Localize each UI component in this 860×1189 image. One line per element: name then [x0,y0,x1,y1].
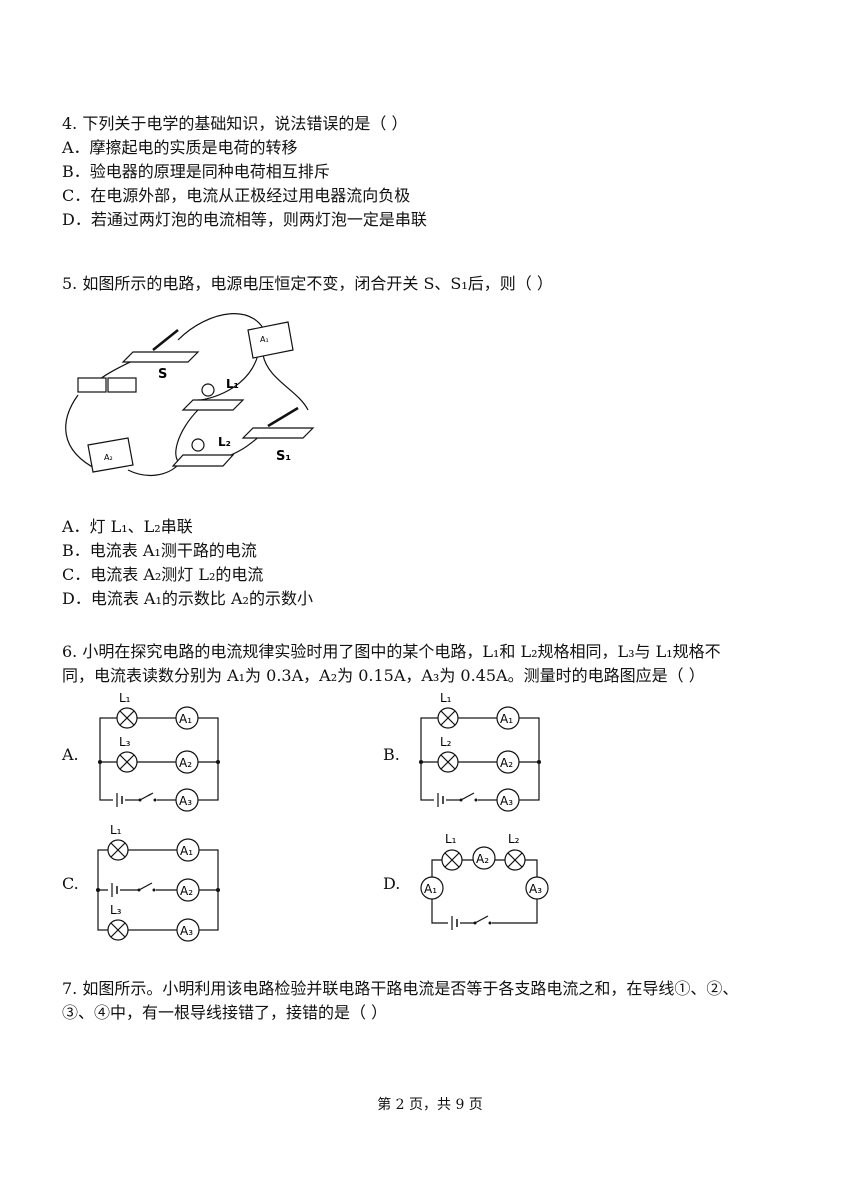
q6a-l3-label: L₃ [119,735,131,749]
q7-stem-line2: ③、④中，有一根导线接错了，接错的是（ ） [62,1003,388,1022]
page-footer: 第 2 页，共 9 页 [377,1097,483,1113]
q6a-a3-label: A₃ [179,794,192,808]
q5-option-a: A．灯 L₁、L₂串联 [62,517,193,536]
q7-stem-line1: 7. 如图所示。小明利用该电路检验并联电路干路电流是否等于各支路电流之和，在导线… [62,979,739,998]
q6b-a3-label: A₃ [500,794,513,808]
q6d-a3-label: A₃ [529,882,542,896]
q6a-l1-label: L₁ [119,691,131,705]
q6b-l1-label: L₁ [440,691,452,705]
q6d-l1-label: L₁ [445,832,457,846]
q6a-a2-label: A₂ [179,756,192,770]
q4-option-a: A．摩擦起电的实质是电荷的转移 [62,138,298,157]
q5-label-s1: S₁ [276,449,291,464]
q5-label-s: S [158,367,167,382]
q6c-l1-label: L₁ [110,823,122,837]
q5-circuit-figure: S L₁ L₂ S₁ A₁ A₂ [65,313,315,477]
q6c-a1-label: A₁ [180,844,193,858]
q6-option-a-label: A. [62,745,79,764]
q4-option-c: C．在电源外部，电流从正极经过用电器流向负极 [62,186,411,205]
q5-label-a2: A₂ [104,453,113,462]
q5-option-b: B．电流表 A₁测干路的电流 [62,541,257,560]
q5-option-d: D．电流表 A₁的示数比 A₂的示数小 [62,589,313,608]
q6d-a1-label: A₁ [424,882,437,896]
q6-circuit-c: L₁ L₃ A₁ A₂ A₃ [96,823,220,942]
q6-circuit-a: L₁ L₃ A₁ A₂ A₃ [98,691,220,812]
q5-label-l1: L₁ [226,377,239,391]
q5-label-l2: L₂ [218,435,231,449]
q6d-l2-label: L₂ [508,832,520,846]
q6c-a2-label: A₂ [180,884,193,898]
q6-option-b-label: B. [383,745,400,764]
q6-circuit-d: L₁ L₂ A₂ A₁ A₃ [420,832,549,931]
q4-option-b: B．验电器的原理是同种电荷相互排斥 [62,162,330,181]
q4-stem: 4. 下列关于电学的基础知识，说法错误的是（ ） [62,114,408,133]
q5-option-c: C．电流表 A₂测灯 L₂的电流 [62,565,264,584]
q6b-l2-label: L₂ [440,735,452,749]
q6-stem-line1: 6. 小明在探究电路的电流规律实验时用了图中的某个电路，L₁和 L₂规格相同，L… [62,642,721,661]
q6-option-c-label: C. [62,874,79,893]
q6c-a3-label: A₃ [180,924,193,938]
q4-option-d: D．若通过两灯泡的电流相等，则两灯泡一定是串联 [62,210,427,229]
q6a-a1-label: A₁ [179,712,192,726]
q6b-a2-label: A₂ [500,756,513,770]
q6-circuit-b: L₁ L₂ A₁ A₂ A₃ [419,691,541,812]
q5-stem: 5. 如图所示的电路，电源电压恒定不变，闭合开关 S、S₁后，则（ ） [62,274,553,293]
q6-stem-line2: 同，电流表读数分别为 A₁为 0.3A，A₂为 0.15A，A₃为 0.45A。… [62,666,705,685]
q5-label-a1: A₁ [260,335,269,344]
q6-option-d-label: D. [383,874,401,893]
q6b-a1-label: A₁ [500,712,513,726]
q6d-a2-label: A₂ [476,852,489,866]
q6c-l3-label: L₃ [110,903,122,917]
